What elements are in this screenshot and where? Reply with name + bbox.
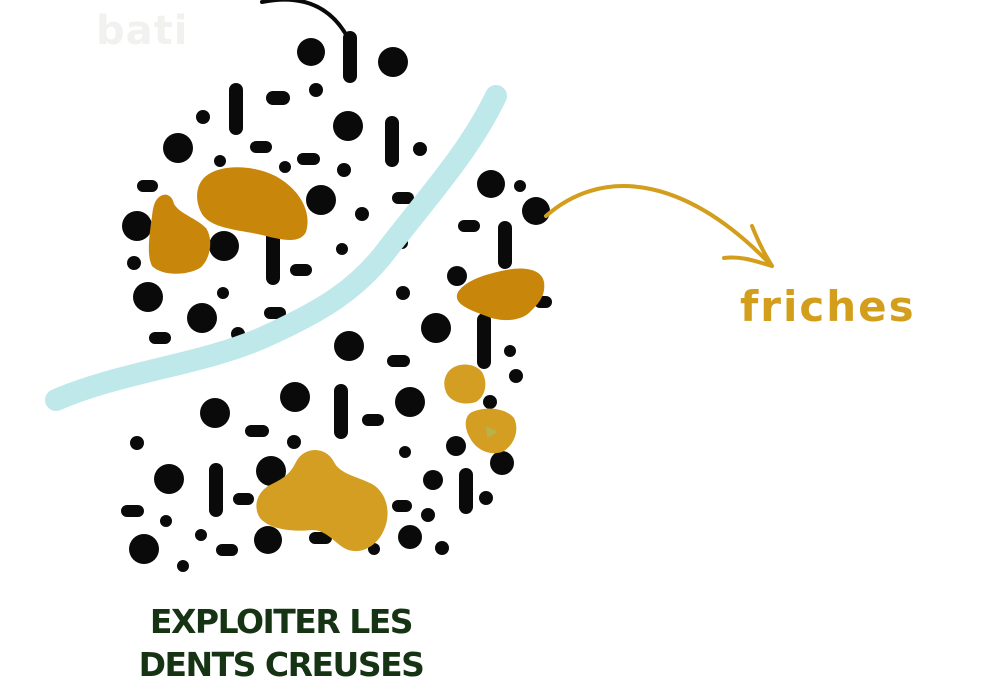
friche-patch-4 xyxy=(444,365,485,404)
callout-arrow xyxy=(546,186,772,266)
friches-label: friches xyxy=(740,282,916,331)
top-label: bati xyxy=(96,8,188,54)
caption-line-2: DENTS CREUSES xyxy=(96,643,466,686)
top-pointer-line xyxy=(262,0,348,38)
caption-line-1: EXPLOITER LES xyxy=(96,600,466,643)
friche-patch-3 xyxy=(457,269,544,321)
friche-patch-1 xyxy=(197,167,307,240)
caption: EXPLOITER LES DENTS CREUSES xyxy=(96,600,466,686)
